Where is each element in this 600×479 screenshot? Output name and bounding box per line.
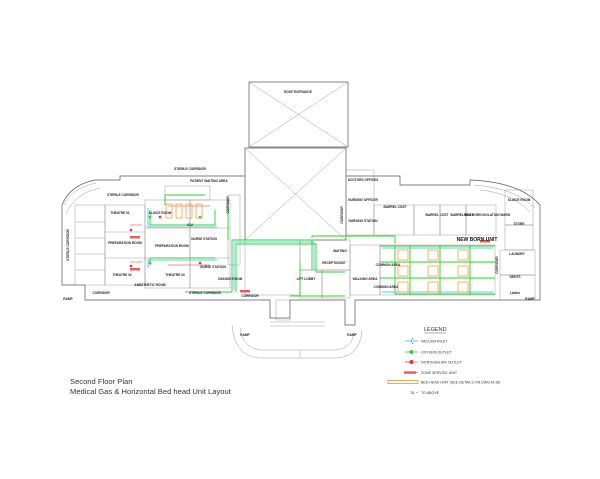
label-nursing-station: NURSING STATION — [348, 219, 378, 223]
oxygen-outlet-icon — [409, 350, 414, 354]
legend-label-bed-head: BED HEAD UNIT (SEE DETAILS ON DWG.M-18) — [421, 380, 500, 384]
label-gents: GENTS — [510, 275, 521, 279]
label-preparation-room-1: PREPARATION ROOM — [108, 241, 142, 245]
label-corridor-vertical-2: CORRIDOR — [226, 196, 230, 214]
label-laundry: LAUNDRY — [509, 252, 525, 256]
label-ramp-bottom-left: RAMP — [240, 333, 250, 337]
drawing-title: Second Floor Plan Medical Gas & Horizont… — [70, 377, 232, 396]
label-barrel-cost-1: BARREL COST — [384, 205, 407, 209]
vacuum-pipes — [147, 208, 493, 293]
label-change-room: CHANGE ROOM — [218, 277, 243, 281]
room-labels: ROOF ENTRANCE NEW BORN UNIT STERILE CORR… — [63, 90, 535, 337]
nitrogen-outlet-icon — [409, 360, 414, 364]
label-ramp-left: RAMP — [63, 297, 73, 301]
label-walking-area: WALKING AREA — [353, 277, 379, 281]
zone-service-unit-icon — [404, 371, 416, 374]
label-corridor-vertical-3: CORRIDOR — [495, 256, 499, 274]
label-patient-waiting: PATIENT WAITING AREA — [190, 179, 228, 183]
label-preparation-room-2: PREPARATION ROOM — [155, 244, 189, 248]
label-theatre-2: THEATRE 02 — [112, 273, 131, 277]
legend-label-vacuum: VACUUM INLET — [421, 339, 448, 343]
label-sterile-corridor-left: STERILE CORRIDOR — [66, 228, 70, 260]
label-nurse-station-2: NURSE STATION — [200, 265, 226, 269]
label-barrel-cost-2: BARREL COST — [426, 213, 449, 217]
label-corridor-bottom-left: CORRIDOR — [92, 291, 110, 295]
label-receptionist: RECEPTIONIST — [322, 261, 346, 265]
building-walls — [61, 81, 541, 359]
legend-label-oxygen: OXYGEN OUTLET — [421, 350, 452, 354]
nitrogen-pipes — [130, 205, 210, 266]
bed-head-units — [165, 203, 469, 293]
oxygen-pipes — [149, 194, 495, 297]
label-sterile-corridor-tl: STERILE CORRIDOR — [107, 193, 139, 197]
legend-label-zone-service: ZONE SERVICE UNIT — [421, 371, 458, 375]
label-sluice-room-right: SLUICE ROOM — [508, 198, 531, 202]
label-store: STORE — [514, 222, 525, 226]
label-theatre-3: THEATRE 03 — [165, 273, 184, 277]
label-corridor-bottom-center: CORRIDOR — [241, 294, 259, 298]
label-new-born-isolation: NEW BORN ISOLATION WARD — [464, 213, 511, 217]
title-line-1: Second Floor Plan — [70, 377, 132, 386]
label-barrel-cost-3: BARREL COST — [451, 213, 474, 217]
title-line-2: Medical Gas & Horizontal Bed head Unit L… — [70, 387, 232, 396]
label-sterile-corridor-tc: STERILE CORRIDOR — [174, 167, 206, 171]
label-ramp-bottom-right: RAMP — [347, 333, 357, 337]
legend-heading: LEGEND — [424, 327, 447, 333]
to-above-symbol: TA — [410, 391, 415, 395]
vacuum-inlet-icon — [405, 337, 414, 345]
legend: LEGEND VACUUM INLET OXYGEN OUTLET NITROG… — [387, 327, 500, 395]
label-corridor-vertical-1: CORRIDOR — [340, 206, 344, 224]
label-anaesthetic-room: ANESTHETIC ROOM — [134, 283, 166, 287]
label-sterile-corridor-bottom-center: STERILE CORRIDOR — [189, 291, 221, 295]
label-sluice-room-left: SLUICE ROOM — [149, 211, 172, 215]
label-ramp-right: RAMP — [525, 297, 535, 301]
label-common-area-left: COMMON AREA — [376, 263, 401, 267]
bed-head-unit-icon — [387, 380, 419, 384]
label-roof-entrance: ROOF ENTRANCE — [284, 90, 312, 94]
label-doctors-offices: DOCTORS OFFICES — [348, 178, 379, 182]
label-waiting: WAITING — [333, 249, 347, 253]
gas-outlets — [129, 215, 202, 268]
label-lift-lobby: LIFT LOBBY — [297, 277, 317, 281]
label-nursing-officer: NURSING OFFICER — [348, 198, 378, 202]
label-new-born-unit: NEW BORN UNIT — [457, 237, 498, 243]
label-nurse-station-1: NURSE STATION — [191, 237, 217, 241]
label-ladies: Ladies — [510, 291, 520, 295]
zone-service-units — [130, 236, 490, 293]
label-icu: ICU — [187, 223, 193, 227]
legend-label-nitrogen: NITROGEN AIR OUTLET — [421, 360, 463, 364]
label-common-area-right: COMMON AREA — [374, 285, 399, 289]
label-theatre-1: THEATRE 01 — [110, 211, 129, 215]
legend-label-to-above: TO ABOVE — [421, 391, 440, 395]
